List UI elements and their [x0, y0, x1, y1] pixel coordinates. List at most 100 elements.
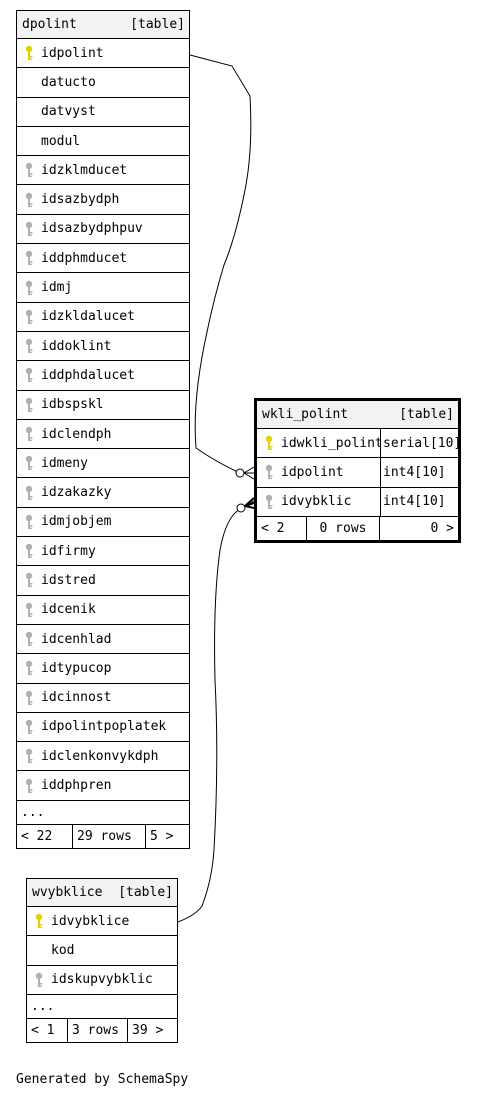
foreign-key-icon: [17, 338, 41, 354]
children-link[interactable]: 39 >: [127, 1018, 177, 1042]
column-row[interactable]: idbspskl: [17, 391, 189, 420]
column-row[interactable]: iddphmducet: [17, 244, 189, 274]
table-kind: [table]: [130, 17, 185, 32]
foreign-key-icon: [17, 309, 41, 325]
column-name: idfirmy: [41, 543, 96, 559]
row-count: 3 rows: [67, 1018, 127, 1042]
column-row[interactable]: idtypucop: [17, 654, 189, 684]
column-name: idmj: [41, 280, 73, 296]
foreign-key-icon: [17, 778, 41, 794]
column-row[interactable]: iddphpren: [17, 771, 189, 801]
crowfoot-marker: [244, 497, 255, 509]
parents-link[interactable]: < 1: [31, 1022, 55, 1038]
foreign-key-icon: [17, 631, 41, 647]
foreign-key-icon: [17, 192, 41, 208]
foreign-key-icon: [17, 367, 41, 383]
column-name: iddphdalucet: [41, 367, 135, 383]
foreign-key-icon: [17, 543, 41, 559]
column-name: iddoklint: [41, 338, 112, 354]
foreign-key-icon: [17, 221, 41, 237]
column-name: iddphpren: [41, 778, 112, 794]
column-name: idmjobjem: [41, 514, 112, 530]
column-row[interactable]: idclendph: [17, 420, 189, 450]
column-name: idzklmducet: [41, 162, 128, 178]
foreign-key-icon: [257, 464, 281, 480]
column-name: idcinnost: [41, 690, 112, 706]
relationship-dpolint-wkli_polint: [189, 54, 254, 474]
column-row[interactable]: idpolint: [17, 39, 189, 69]
column-row[interactable]: modul: [17, 127, 189, 157]
column-row[interactable]: idmjobjem: [17, 508, 189, 538]
foreign-key-icon: [17, 719, 41, 735]
column-row[interactable]: kod: [27, 936, 177, 966]
column-row[interactable]: idsazbydphpuv: [17, 215, 189, 245]
foreign-key-icon: [17, 455, 41, 471]
generated-by-label: Generated by SchemaSpy: [16, 1072, 189, 1087]
column-name: idbspskl: [41, 397, 104, 413]
column-row[interactable]: idmj: [17, 273, 189, 303]
parents-link[interactable]: < 2: [261, 520, 285, 536]
column-row[interactable]: idstred: [17, 566, 189, 596]
column-type: int4[10]: [380, 487, 458, 516]
column-row[interactable]: idzakazky: [17, 478, 189, 508]
column-name: modul: [41, 133, 81, 149]
primary-key-icon: [17, 45, 41, 61]
column-row[interactable]: idzklmducet: [17, 156, 189, 186]
foreign-key-icon: [17, 162, 41, 178]
column-row[interactable]: idmeny: [17, 449, 189, 479]
column-name: idmeny: [41, 455, 88, 471]
foreign-key-icon: [27, 972, 51, 988]
foreign-key-icon: [17, 660, 41, 676]
table-header: dpolint [table]: [17, 11, 189, 39]
foreign-key-icon: [257, 494, 281, 510]
column-row[interactable]: idfirmy: [17, 537, 189, 567]
column-name: idwkli_polint: [281, 435, 380, 451]
column-name: idzakazky: [41, 485, 112, 501]
column-row[interactable]: idvybklice: [27, 907, 177, 937]
column-name: idpolintpoplatek: [41, 719, 167, 735]
crowfoot-marker: [243, 466, 255, 480]
column-row[interactable]: idskupvybklic: [27, 966, 177, 995]
column-name: idskupvybklic: [51, 972, 153, 988]
table-name: dpolint: [22, 17, 77, 32]
column-name: idsazbydphpuv: [41, 221, 143, 237]
table-name: wkli_polint: [262, 407, 349, 422]
column-row[interactable]: datvyst: [17, 98, 189, 127]
table-kind: [table]: [118, 885, 173, 900]
table-footer: < 1 3 rows 39 >: [27, 1018, 177, 1042]
column-name: idstred: [41, 572, 96, 588]
parents-link[interactable]: < 22: [21, 828, 53, 844]
column-name: idclendph: [41, 426, 112, 442]
foreign-key-icon: [17, 690, 41, 706]
children-link[interactable]: 0 >: [379, 516, 458, 540]
foreign-key-icon: [17, 426, 41, 442]
primary-key-icon: [257, 435, 281, 451]
column-type: int4[10]: [380, 458, 458, 487]
children-link[interactable]: 5 >: [145, 824, 189, 848]
column-row[interactable]: idsazbydph: [17, 185, 189, 215]
column-row[interactable]: iddphdalucet: [17, 361, 189, 391]
column-type: serial[10]: [380, 429, 458, 458]
column-row[interactable]: idpolintpoplatek: [17, 713, 189, 743]
foreign-key-icon: [17, 250, 41, 266]
column-row[interactable]: idcenhlad: [17, 625, 189, 655]
column-row[interactable]: datucto: [17, 68, 189, 98]
table-footer: < 2 0 rows 0 >: [257, 516, 458, 540]
column-row[interactable]: idcinnost: [17, 684, 189, 713]
column-row[interactable]: idzkldalucet: [17, 303, 189, 332]
column-name: kod: [51, 942, 75, 958]
foreign-key-icon: [17, 485, 41, 501]
foreign-key-icon: [17, 602, 41, 618]
column-row[interactable]: iddoklint: [17, 332, 189, 362]
column-row[interactable]: idclenkonvykdph: [17, 742, 189, 772]
foreign-key-icon: [17, 280, 41, 296]
column-row[interactable]: idcenik: [17, 596, 189, 625]
column-name: idcenik: [41, 602, 96, 618]
